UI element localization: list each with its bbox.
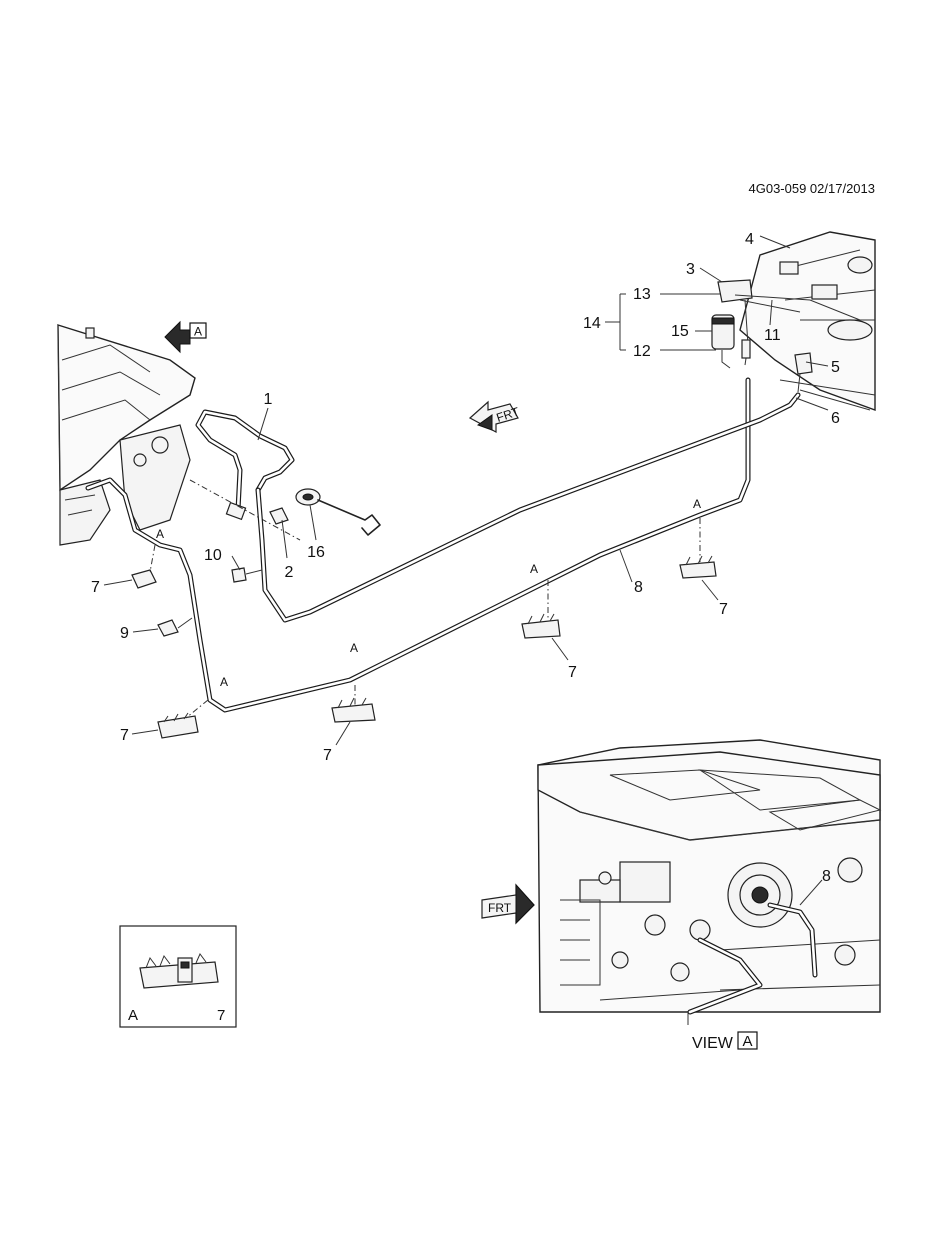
pipe-clip-left-lower: [157, 699, 209, 739]
left-engine-cover: [57, 324, 196, 546]
ref-a-3: A: [350, 641, 358, 655]
fuel-pipe-8: [85, 377, 801, 713]
front-direction-arrow-view-a: FRT: [481, 883, 535, 925]
evap-canister-area: [711, 231, 876, 411]
view-a-engine: [537, 739, 882, 1025]
callout-11: 11: [764, 327, 781, 344]
callout-2: 2: [285, 564, 294, 581]
callout-5: 5: [831, 359, 840, 376]
drawing-code: 4G03-059 02/17/2013: [749, 181, 876, 196]
leader-lines: [103, 235, 829, 746]
purge-hose-1: [195, 409, 295, 521]
inset-ref-letter: A: [128, 1007, 138, 1024]
callout-10: 10: [204, 547, 222, 564]
callout-13: 13: [633, 286, 651, 303]
view-a-letter: A: [194, 325, 202, 339]
callout-8-view: 8: [822, 868, 831, 885]
ref-a-1: A: [156, 527, 164, 541]
callout-14: 14: [583, 315, 601, 332]
callout-16: 16: [307, 544, 325, 561]
callout-6: 6: [831, 410, 840, 427]
connector-part-10: [231, 567, 263, 583]
callout-3: 3: [686, 261, 695, 278]
callout-7-c: 7: [323, 747, 332, 764]
hose-clamp-2: [189, 479, 301, 541]
callout-15: 15: [671, 323, 689, 340]
view-label-text: VIEW: [692, 1035, 734, 1052]
view-a-arrow: A: [164, 320, 207, 354]
callout-1: 1: [264, 391, 273, 408]
front-direction-arrow: FRT: [468, 400, 522, 434]
callout-9: 9: [120, 625, 129, 642]
callout-4: 4: [745, 231, 754, 248]
front-arrow-label-view-a: FRT: [488, 901, 512, 915]
connector-part-9: [157, 617, 193, 637]
front-arrow-label: FRT: [495, 404, 522, 425]
pipe-clip-mid-right: [521, 580, 561, 639]
pipe-clip-left-upper: [131, 544, 157, 589]
view-label-letter: A: [742, 1033, 752, 1050]
ref-a-4: A: [530, 562, 538, 576]
callout-12: 12: [633, 343, 651, 360]
callout-8: 8: [634, 579, 643, 596]
pipe-clip-mid-left: [331, 685, 376, 723]
ref-a-5: A: [693, 497, 701, 511]
inset-part-number: 7: [217, 1007, 225, 1024]
callout-7-e: 7: [719, 601, 728, 618]
ref-a-2: A: [220, 675, 228, 689]
clip-detail-inset: A 7: [119, 925, 237, 1028]
sensor-part-16: [295, 488, 381, 536]
view-a-label: VIEW A: [692, 1031, 758, 1052]
callout-7-d: 7: [568, 664, 577, 681]
callout-7-b: 7: [120, 727, 129, 744]
callout-7-a: 7: [91, 579, 100, 596]
pipe-clip-right: [679, 518, 717, 579]
